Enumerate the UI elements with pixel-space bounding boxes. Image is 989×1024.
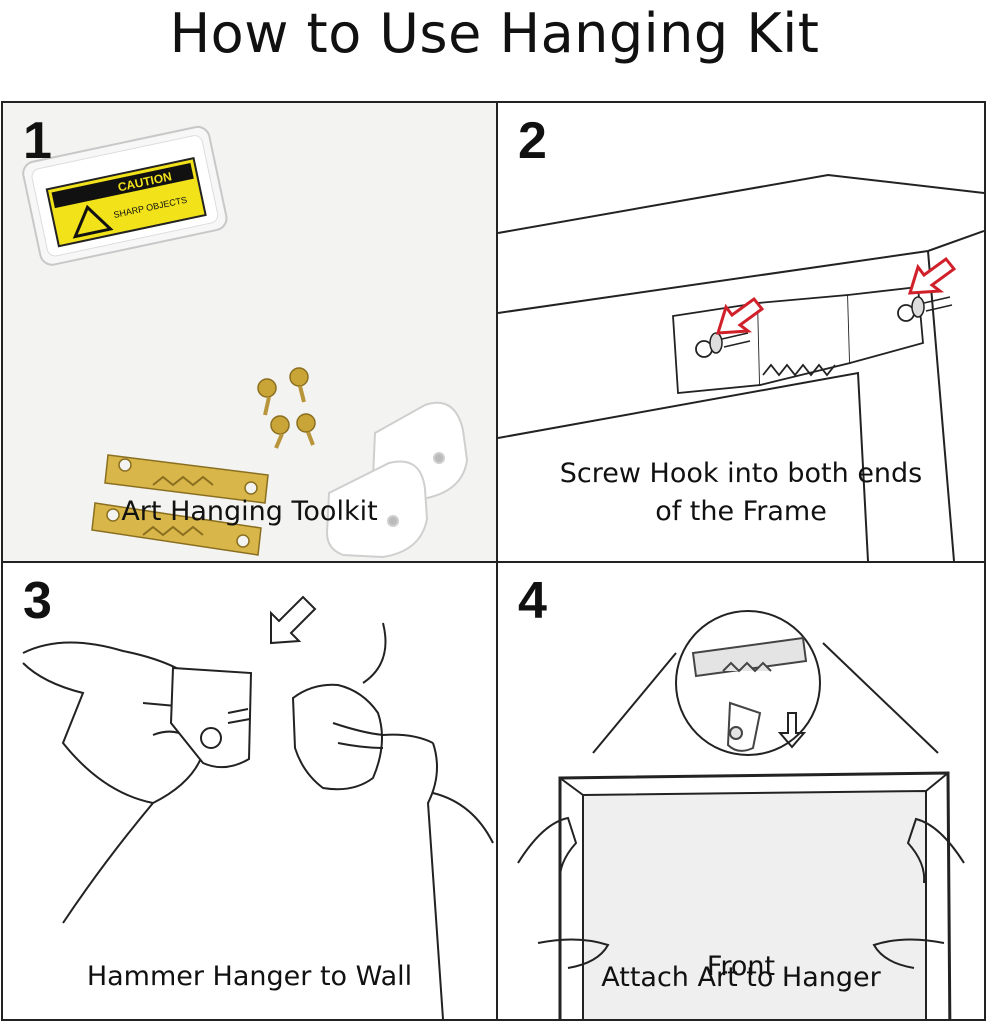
page-title: How to Use Hanging Kit [169, 2, 820, 65]
step-2-number: 2 [518, 112, 547, 170]
toolkit-photo: CAUTION SHARP OBJECTS [22, 125, 469, 559]
step-4-panel: Front 4 Attach Art to Hanger [498, 563, 984, 1019]
step-1-panel: CAUTION SHARP OBJECTS [3, 103, 496, 561]
red-arrows [715, 256, 957, 335]
sawtooth-hanger [672, 286, 924, 394]
step-2-caption-line1: Screw Hook into both ends [559, 458, 923, 489]
detail-hanger [691, 636, 808, 752]
attach-illustration [517, 610, 965, 1019]
steps-grid: CAUTION SHARP OBJECTS [1, 101, 986, 1021]
sawtooth-hangers [91, 454, 269, 556]
front-label: Front [706, 951, 776, 982]
plastic-hangers [325, 401, 469, 559]
down-arrow [777, 712, 807, 749]
hammer-illustration [22, 595, 494, 1019]
screws [709, 296, 953, 354]
step-2-panel: 2 Screw Hook into both ends of the Frame [498, 103, 984, 561]
step-3-panel: 3 Hammer Hanger to Wall [3, 563, 496, 1019]
step-3-caption: Hammer Hanger to Wall [86, 961, 413, 992]
caution-label: CAUTION SHARP OBJECTS [45, 157, 207, 248]
down-left-arrow [270, 595, 317, 645]
step-4-caption: Attach Art to Hanger [601, 962, 881, 993]
screws [257, 367, 316, 449]
step-4-number: 4 [518, 572, 547, 630]
step-1-number: 1 [23, 112, 52, 170]
step-1-caption: Art Hanging Toolkit [121, 496, 378, 527]
horizontal-divider [3, 561, 984, 563]
plastic-box: CAUTION SHARP OBJECTS [22, 125, 228, 266]
frame-back-illustration [498, 173, 984, 561]
step-2-caption-line2: of the Frame [655, 496, 827, 527]
step-3-number: 3 [23, 572, 52, 630]
